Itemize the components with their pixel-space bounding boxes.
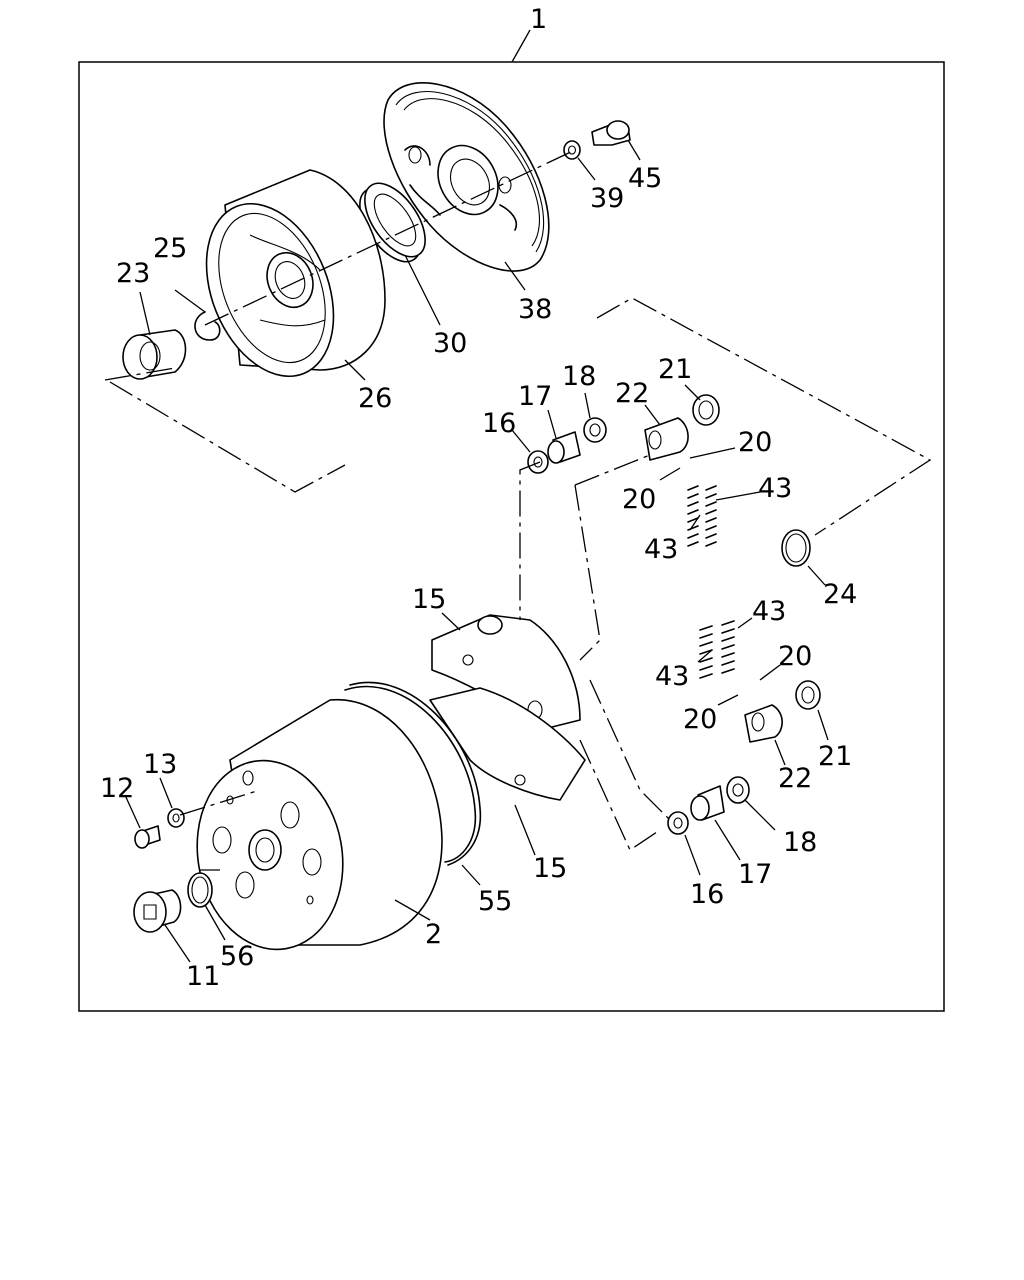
bushing-21-upper	[692, 394, 720, 426]
callout-2: 2	[425, 919, 442, 950]
callout-18-lower: 18	[783, 827, 817, 858]
pulley-26	[205, 169, 386, 378]
plug-11	[133, 889, 182, 933]
bushing-21-lower	[795, 680, 821, 710]
callout-21-upper: 21	[658, 354, 692, 385]
callout-13: 13	[143, 749, 177, 780]
sleeve-17-lower	[690, 785, 725, 821]
o-ring-56	[187, 872, 213, 908]
washer-39	[563, 140, 581, 160]
callout-1: 1	[530, 4, 547, 35]
callout-17-lower: 17	[738, 859, 772, 890]
bushing-18-upper	[583, 417, 607, 443]
ring-24	[781, 529, 811, 567]
callout-23: 23	[116, 258, 150, 289]
callout-22-upper: 22	[615, 378, 649, 409]
callout-25: 25	[153, 233, 187, 264]
sleeve-17-upper	[547, 431, 581, 464]
bolt-12	[134, 825, 161, 849]
housing-2	[196, 699, 443, 951]
shoe-22-lower	[744, 704, 783, 743]
callout-43-lower-left: 43	[655, 661, 689, 692]
callout-12: 12	[100, 773, 134, 804]
callout-15-upper: 15	[412, 584, 446, 615]
callout-24: 24	[823, 579, 857, 610]
pin-16-upper	[527, 450, 549, 474]
callout-16-upper: 16	[482, 408, 516, 439]
callout-30: 30	[433, 328, 467, 359]
snap-ring-25	[194, 311, 221, 341]
callout-56: 56	[220, 941, 254, 972]
bolt-45	[591, 120, 631, 146]
shoe-22-upper	[644, 417, 689, 461]
callout-38: 38	[518, 294, 552, 325]
bushing-18-lower	[726, 776, 750, 804]
rotor-half-15-lower	[429, 687, 586, 801]
gasket-55	[344, 681, 482, 866]
rotor-half-15-upper	[431, 614, 581, 731]
callout-21-lower: 21	[818, 741, 852, 772]
callout-16-lower: 16	[690, 879, 724, 910]
callout-20-upper-left: 20	[622, 484, 656, 515]
plate-38	[383, 82, 550, 272]
callout-20-lower-right: 20	[778, 641, 812, 672]
washer-13	[167, 808, 185, 828]
callout-18-upper: 18	[562, 361, 596, 392]
callout-20-upper-right: 20	[738, 427, 772, 458]
plug-23	[122, 329, 187, 380]
callout-39: 39	[590, 183, 624, 214]
callout-45: 45	[628, 163, 662, 194]
callout-43-upper-right: 43	[758, 473, 792, 504]
callout-43-lower-right: 43	[752, 596, 786, 627]
callout-22-lower: 22	[778, 763, 812, 794]
springs-43-lower	[699, 620, 735, 679]
callout-26: 26	[358, 383, 392, 414]
callout-11: 11	[186, 961, 220, 992]
pin-16-lower	[667, 811, 689, 835]
callout-15-lower: 15	[533, 853, 567, 884]
callout-17-upper: 17	[518, 381, 552, 412]
assembly-frame	[78, 61, 945, 1012]
callout-55: 55	[478, 886, 512, 917]
callout-20-lower-left: 20	[683, 704, 717, 735]
springs-43-upper	[687, 485, 717, 547]
bearing-30	[359, 182, 426, 263]
callout-43-upper-left: 43	[644, 534, 678, 565]
